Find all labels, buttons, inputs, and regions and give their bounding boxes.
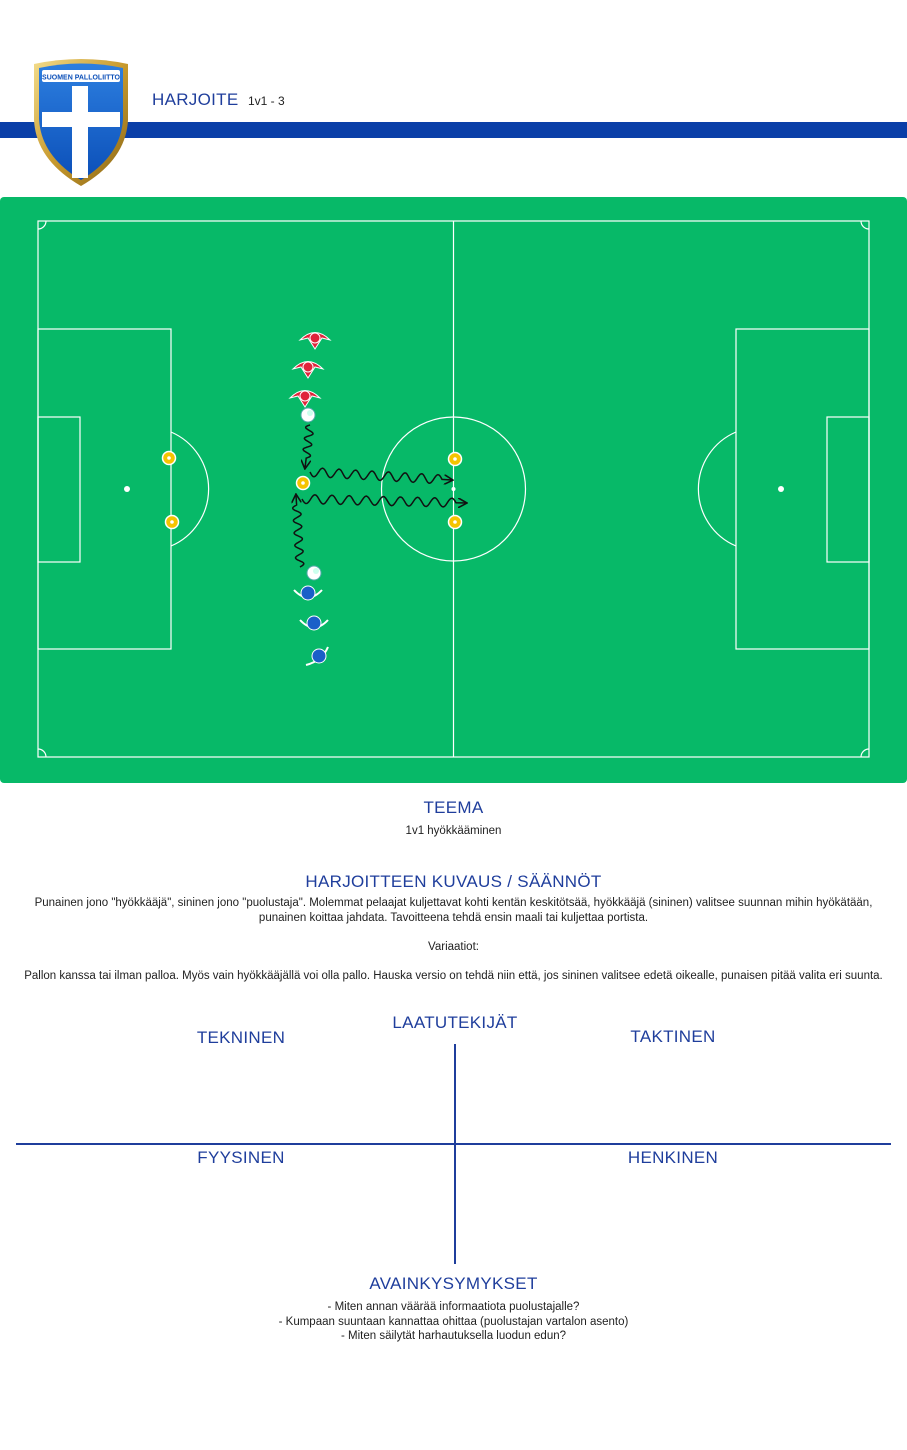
cone-icon — [447, 514, 463, 530]
quality-horizontal-divider — [16, 1143, 891, 1145]
key-questions-list: - Miten annan väärää informaatiota puolu… — [0, 1300, 907, 1344]
ball-icon — [306, 565, 322, 581]
crest-text: SUOMEN PALLOLIITTO — [42, 75, 120, 82]
theme-title: TEEMA — [423, 798, 484, 817]
finnish-fa-crest-icon: SUOMEN PALLOLIITTO — [34, 59, 128, 186]
header-bar — [0, 122, 907, 138]
quality-tactical: TAKTINEN — [630, 1027, 716, 1046]
list-item: - Kumpaan suuntaan kannattaa ohittaa (pu… — [278, 1315, 629, 1328]
penalty-spot-right — [778, 486, 784, 492]
exercise-code: 1v1 - 3 — [248, 94, 285, 108]
red-player-icon — [298, 332, 332, 350]
penalty-spot-left — [124, 486, 130, 492]
quality-mental: HENKINEN — [627, 1148, 719, 1167]
quality-vertical-divider — [454, 1044, 456, 1264]
description-title: HARJOITTEEN KUVAUS / SÄÄNNÖT — [305, 872, 602, 891]
description-paragraph: Punainen jono "hyökkääjä", sininen jono … — [34, 897, 873, 909]
blue-player-icon — [299, 615, 329, 631]
quality-title: LAATUTEKIJÄT — [392, 1013, 518, 1032]
variations-label: Variaatiot: — [428, 941, 479, 953]
blue-player-icon — [293, 585, 323, 601]
list-item: - Miten annan väärää informaatiota puolu… — [327, 1301, 580, 1313]
cone-icon — [164, 514, 180, 530]
red-player-icon — [291, 361, 325, 379]
theme-text: 1v1 hyökkääminen — [405, 825, 502, 837]
ball-icon — [300, 407, 316, 423]
quality-physical: FYYSINEN — [197, 1148, 285, 1167]
cone-icon — [447, 451, 463, 467]
cone-icon — [295, 475, 311, 491]
red-player-icon — [288, 390, 322, 408]
list-item: - Miten säilytät harhautuksella luodun e… — [340, 1330, 567, 1342]
key-questions-title: AVAINKYSYMYKSET — [369, 1274, 538, 1293]
variations-text: Pallon kanssa tai ilman palloa. Myös vai… — [24, 970, 883, 982]
center-spot — [451, 487, 456, 491]
dribble-arrow-icon — [293, 424, 466, 568]
pitch-lines — [37, 220, 870, 758]
page-title: HARJOITE — [152, 90, 239, 109]
blue-player-icon — [305, 646, 329, 666]
description-paragraph-cont: punainen koittaa jahdata. Tavoitteena te… — [258, 912, 649, 924]
pitch-svg — [37, 220, 870, 758]
quality-technical: TEKNINEN — [196, 1028, 286, 1047]
cone-icon — [161, 450, 177, 466]
pitch-diagram — [0, 197, 907, 783]
